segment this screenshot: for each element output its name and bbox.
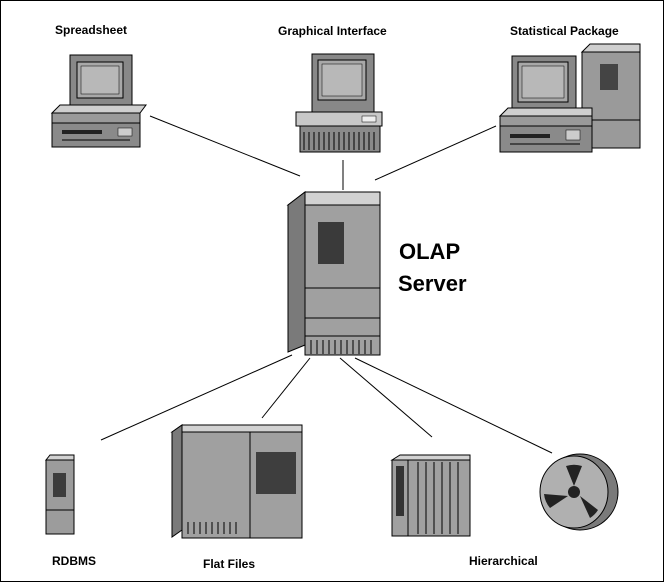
rdbms-label: RDBMS <box>52 554 96 568</box>
rdbms-server-icon <box>44 454 75 535</box>
flat-files-storage-icon <box>170 424 303 539</box>
flat-files-label: Flat Files <box>203 557 256 571</box>
statistical-package-computer-icon <box>498 43 641 153</box>
connector-lines <box>100 115 553 454</box>
line-statistical-to-server <box>374 125 497 181</box>
tape-reel-icon <box>539 453 619 531</box>
spreadsheet-label: Spreadsheet <box>55 23 128 37</box>
graphical-interface-label: Graphical Interface <box>278 24 387 38</box>
line-server-to-flatfiles <box>261 357 311 419</box>
olap-server-icon <box>286 190 381 356</box>
line-server-to-tape <box>354 357 553 454</box>
statistical-package-label: Statistical Package <box>510 24 619 38</box>
line-server-to-rdbms <box>100 354 293 441</box>
olap-server-title-line1: OLAP <box>399 239 461 264</box>
olap-server-title-line2: Server <box>398 271 467 296</box>
line-server-to-hierarchical <box>339 357 433 438</box>
hierarchical-storage-array-icon <box>390 454 471 537</box>
spreadsheet-computer-icon <box>50 54 147 148</box>
line-spreadsheet-to-server <box>149 115 301 177</box>
hierarchical-label: Hierarchical <box>469 554 538 568</box>
graphical-interface-computer-icon <box>295 53 383 153</box>
